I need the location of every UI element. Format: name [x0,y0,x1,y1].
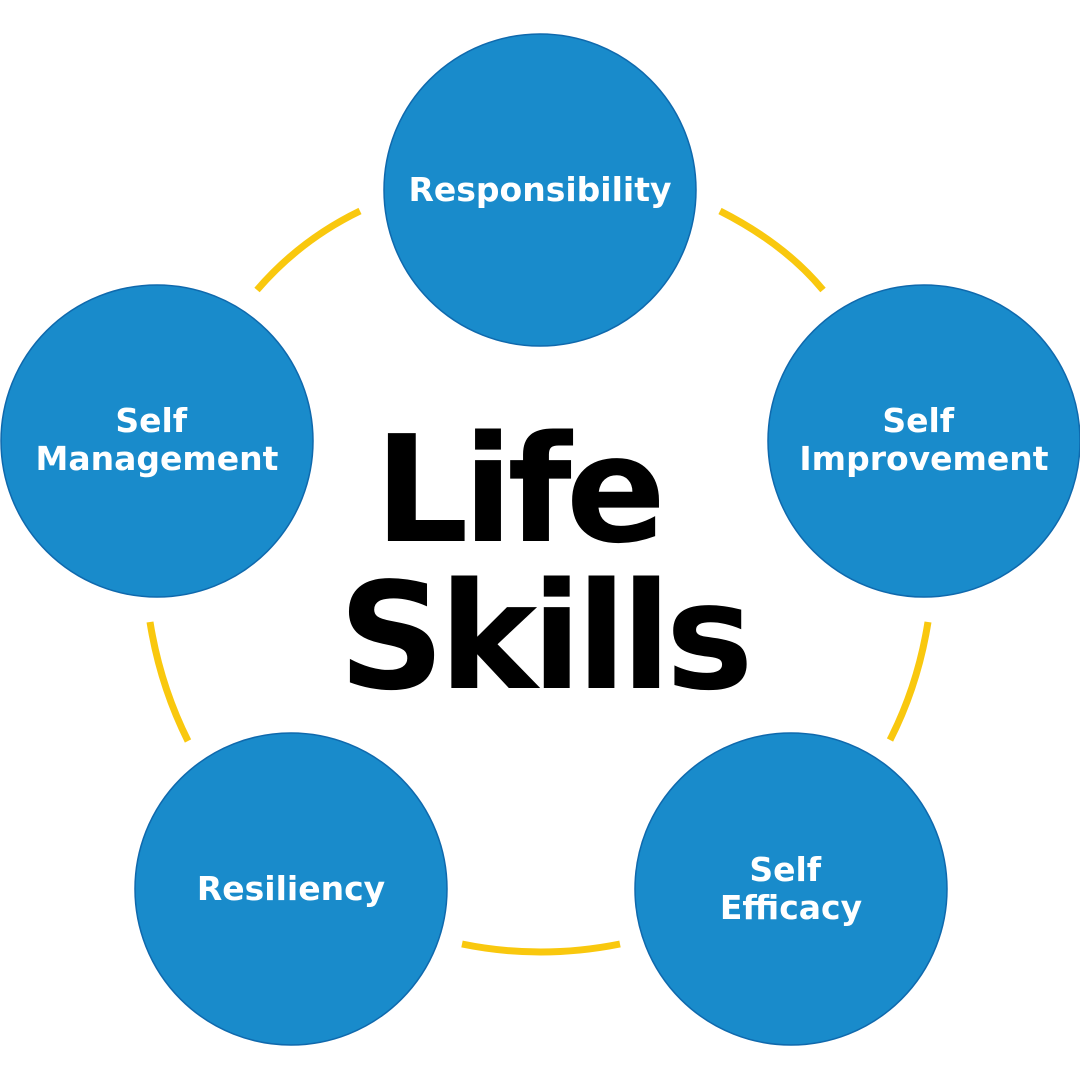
node-label-line: Self [882,401,954,440]
connector-self-management-responsibility [254,207,362,293]
node-label-line: Self [115,401,187,440]
node-responsibility: Responsibility [383,33,697,347]
node-label-line: Improvement [799,439,1048,478]
connector-self-improvement-self-efficacy [886,621,932,742]
node-label: Self Efficacy [720,850,862,927]
center-title: Life Skills [338,404,747,723]
node-self-efficacy: Self Efficacy [634,732,948,1046]
node-self-management: Self Management [0,284,314,598]
node-resiliency: Resiliency [134,732,448,1046]
node-label: Responsibility [408,170,671,209]
center-title-line: Skills [338,551,747,723]
node-label: Self Management [36,401,279,478]
connector-self-efficacy-resiliency [461,940,621,956]
node-label-line: Self [749,850,821,889]
node-circle [767,284,1080,598]
node-label: Self Improvement [799,401,1048,478]
node-label-line: Responsibility [408,170,671,209]
center-title-line: Life [374,404,660,576]
node-label-line: Efficacy [720,888,862,927]
node-label: Resiliency [197,869,385,908]
node-circle [383,33,697,347]
node-circle [0,284,314,598]
node-self-improvement: Self Improvement [767,284,1080,598]
connector-resiliency-self-management [146,621,192,743]
node-circle [634,732,948,1046]
node-circle [134,732,448,1046]
connector-ring [146,207,932,956]
node-label-line: Resiliency [197,869,385,908]
node-label-line: Management [36,439,279,478]
connector-responsibility-self-improvement [718,207,826,293]
